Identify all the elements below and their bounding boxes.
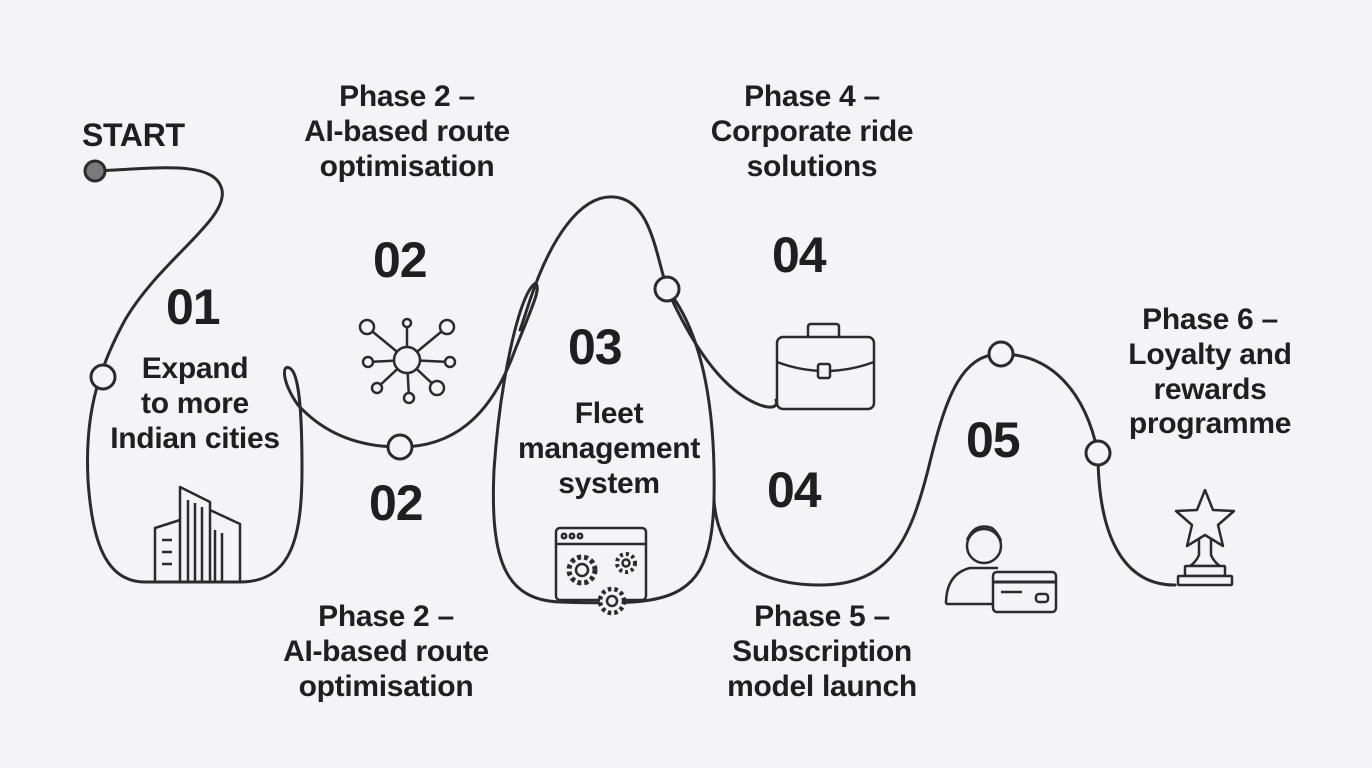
roadmap-path bbox=[86, 166, 716, 605]
step-label-line: Fleet bbox=[574, 397, 644, 430]
step-label-line: Loyalty and bbox=[1128, 337, 1292, 371]
phase-marker-5 bbox=[1084, 439, 1112, 467]
step-label-line: Phase 6 – bbox=[1142, 303, 1278, 336]
step-label-expand-cities: Expand to more Indian cities bbox=[100, 352, 290, 456]
step-label-line: management bbox=[517, 431, 701, 465]
step-label-line: rewards bbox=[1153, 372, 1267, 406]
phase-marker-1 bbox=[89, 363, 117, 391]
city-buildings-icon bbox=[153, 485, 242, 582]
start-dot bbox=[83, 159, 107, 183]
step-label-line: programme bbox=[1128, 407, 1292, 441]
step-number-02-top: 02 bbox=[373, 232, 428, 288]
user-card-icon bbox=[944, 525, 1058, 614]
step-label-line: Phase 2 – bbox=[318, 600, 454, 633]
step-label-line: Indian cities bbox=[110, 421, 280, 455]
step-number-03: 03 bbox=[568, 319, 623, 375]
phase-marker-3 bbox=[653, 275, 681, 303]
step-number-04-top: 04 bbox=[772, 227, 827, 283]
start-label: START bbox=[82, 117, 185, 153]
step-label-line: system bbox=[558, 466, 660, 500]
step-label-fleet-management: Fleet management system bbox=[506, 397, 712, 501]
step-label-line: AI-based route bbox=[283, 634, 489, 668]
step-label-phase6: Phase 6 – Loyalty and rewards programme bbox=[1110, 303, 1310, 442]
step-label-line: Phase 2 – bbox=[339, 80, 475, 113]
gears-window-icon bbox=[554, 526, 648, 616]
phase-marker-4 bbox=[987, 340, 1015, 368]
network-nodes-icon bbox=[358, 317, 457, 405]
step-label-phase5: Phase 5 – Subscription model launch bbox=[712, 600, 932, 704]
roadmap-path-right bbox=[665, 287, 1177, 587]
step-number-02-bottom: 02 bbox=[369, 475, 424, 531]
step-label-line: AI-based route bbox=[304, 114, 510, 148]
step-label-line: solutions bbox=[746, 149, 878, 183]
step-label-line: Phase 4 – bbox=[744, 80, 880, 113]
trophy-star-icon bbox=[1174, 488, 1236, 587]
step-label-line: Phase 5 – bbox=[754, 600, 890, 633]
step-label-line: Corporate ride bbox=[710, 114, 914, 148]
step-label-line: Expand bbox=[141, 352, 249, 385]
step-label-line: to more bbox=[141, 386, 249, 420]
step-label-line: Subscription bbox=[732, 634, 912, 668]
step-label-line: model launch bbox=[727, 669, 917, 703]
step-label-line: optimisation bbox=[319, 149, 495, 183]
step-label-phase2-bottom: Phase 2 – AI-based route optimisation bbox=[272, 600, 500, 704]
step-label-phase2-top: Phase 2 – AI-based route optimisation bbox=[287, 80, 527, 184]
step-label-line: optimisation bbox=[298, 669, 474, 703]
briefcase-icon bbox=[775, 322, 876, 411]
step-number-04-bottom: 04 bbox=[767, 462, 822, 518]
step-label-phase4: Phase 4 – Corporate ride solutions bbox=[694, 80, 930, 184]
step-number-01: 01 bbox=[166, 279, 221, 335]
phase-marker-2 bbox=[386, 433, 414, 461]
step-number-05: 05 bbox=[966, 412, 1021, 468]
